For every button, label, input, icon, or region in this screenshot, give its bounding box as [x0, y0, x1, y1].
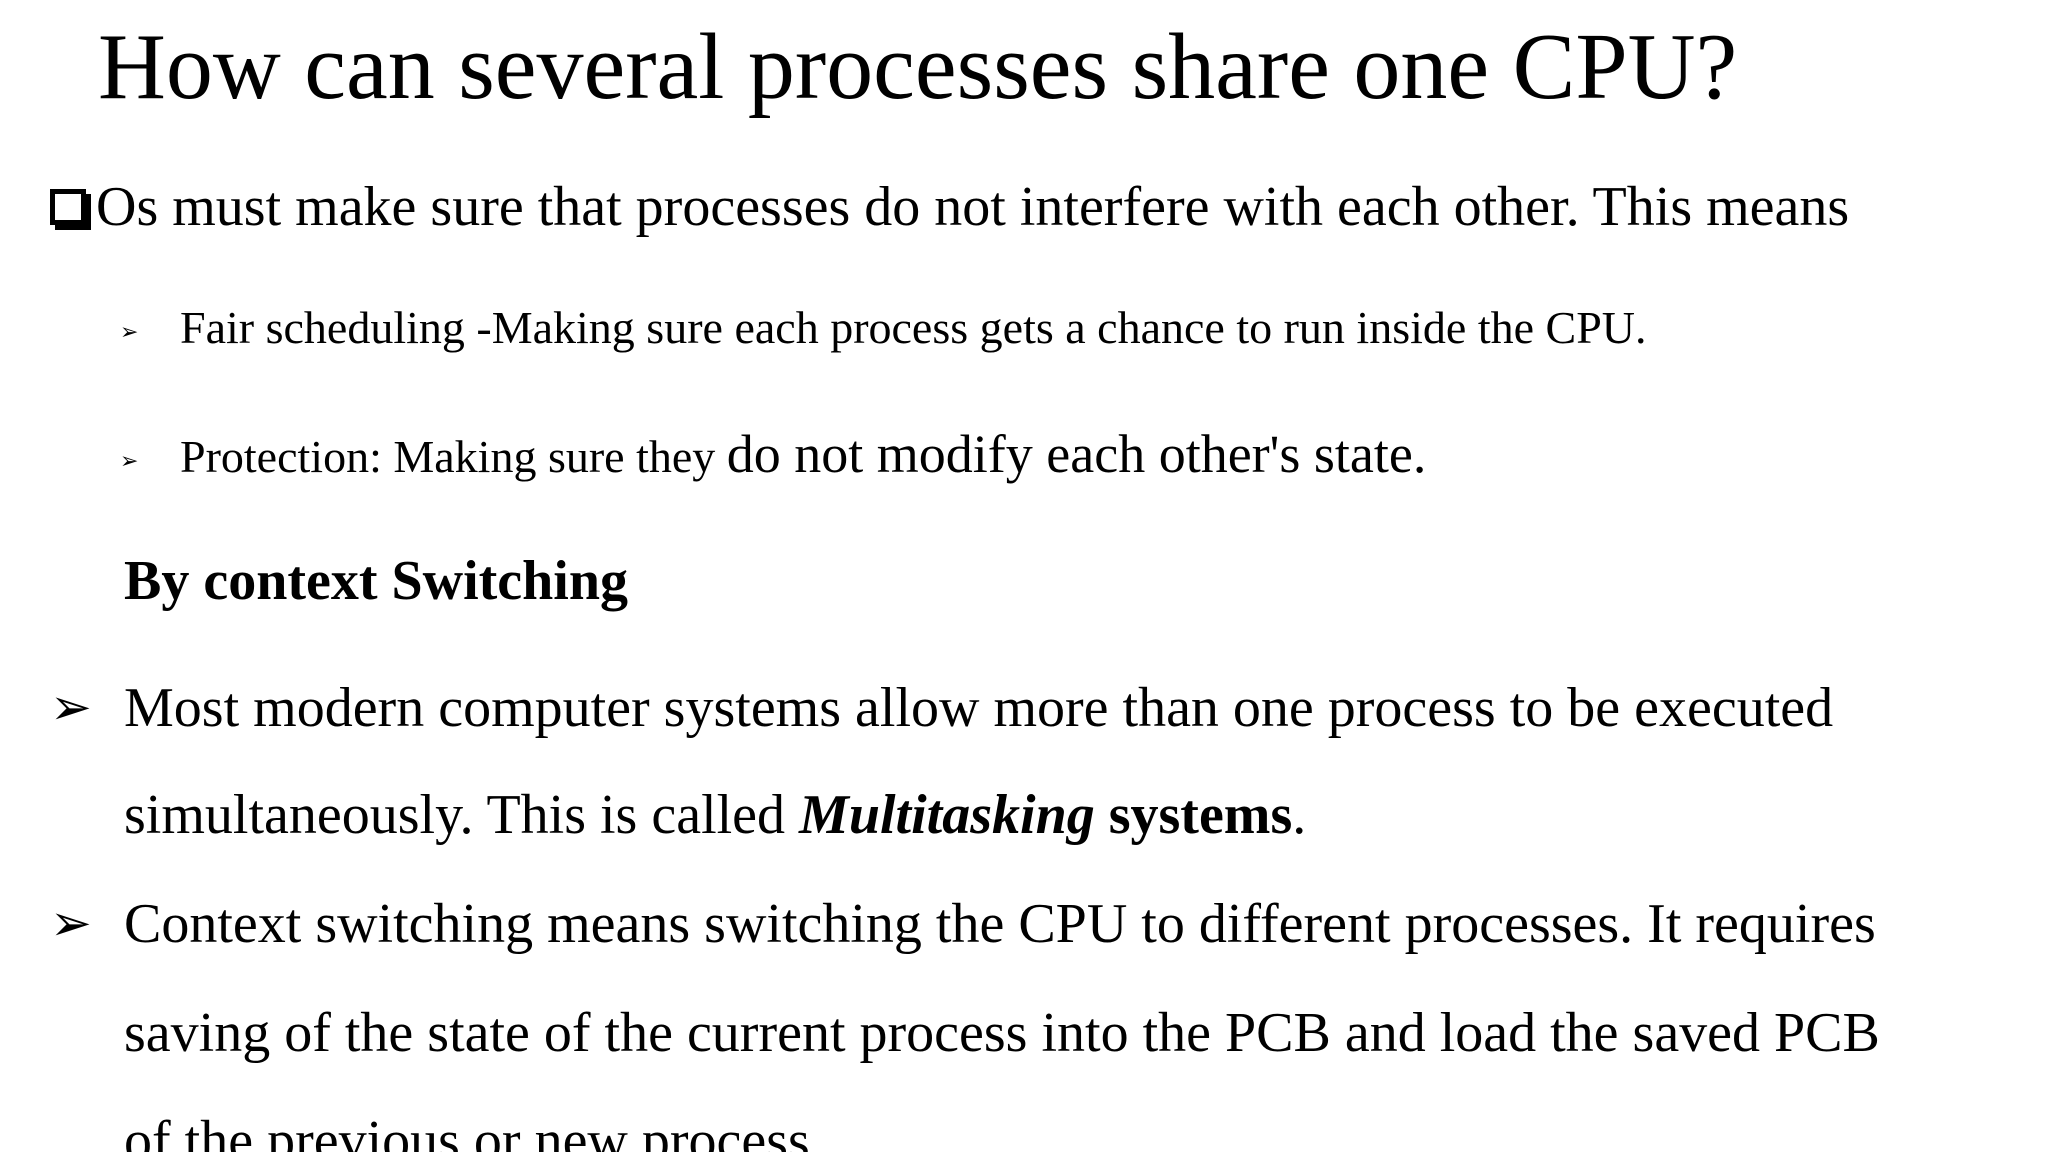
point-multitasking-line1: ➢ Most modern computer systems allow more…	[50, 672, 1833, 743]
arrowhead-bullet-icon: ➢	[50, 679, 92, 735]
point-text-suffix: .	[1292, 784, 1307, 846]
point-context-switching-line3: of the previous or new process.	[124, 1110, 824, 1152]
sub-point-text-small: Protection: Making sure they	[180, 431, 727, 482]
arrowhead-bullet-icon: ➢	[120, 448, 139, 474]
arrowhead-bullet-icon: ➢	[120, 319, 139, 345]
point-text: Most modern computer systems allow more …	[124, 677, 1834, 739]
point-text: Context switching means switching the CP…	[124, 893, 1876, 955]
arrowhead-bullet-icon: ➢	[50, 895, 92, 951]
point-multitasking-line2: simultaneously. This is called Multitask…	[124, 780, 1306, 850]
point-context-switching-line2: saving of the state of the current proce…	[124, 1002, 1880, 1064]
sub-point-text-large: do not modify each other's state.	[726, 424, 1427, 484]
hollow-square-bullet-icon	[50, 189, 86, 225]
point-text-prefix: simultaneously. This is called	[124, 784, 800, 846]
point-context-switching-line1: ➢ Context switching means switching the C…	[50, 888, 1876, 959]
sub-point-protection: ➢ Protection: Making sure they do not mod…	[120, 424, 1426, 487]
section-heading: By context Switching	[124, 550, 628, 612]
slide-title: How can several processes share one CPU?	[98, 15, 1738, 119]
point-text-bold: systems	[1094, 784, 1293, 846]
intro-point: Os must make sure that processes do not …	[50, 172, 1849, 242]
intro-text: Os must make sure that processes do not …	[96, 176, 1850, 238]
sub-point-fair-scheduling: ➢ Fair scheduling -Making sure each proce…	[120, 298, 1647, 358]
sub-point-text: Fair scheduling -Making sure each proces…	[180, 302, 1647, 353]
point-text-emphasis: Multitasking	[799, 784, 1095, 846]
